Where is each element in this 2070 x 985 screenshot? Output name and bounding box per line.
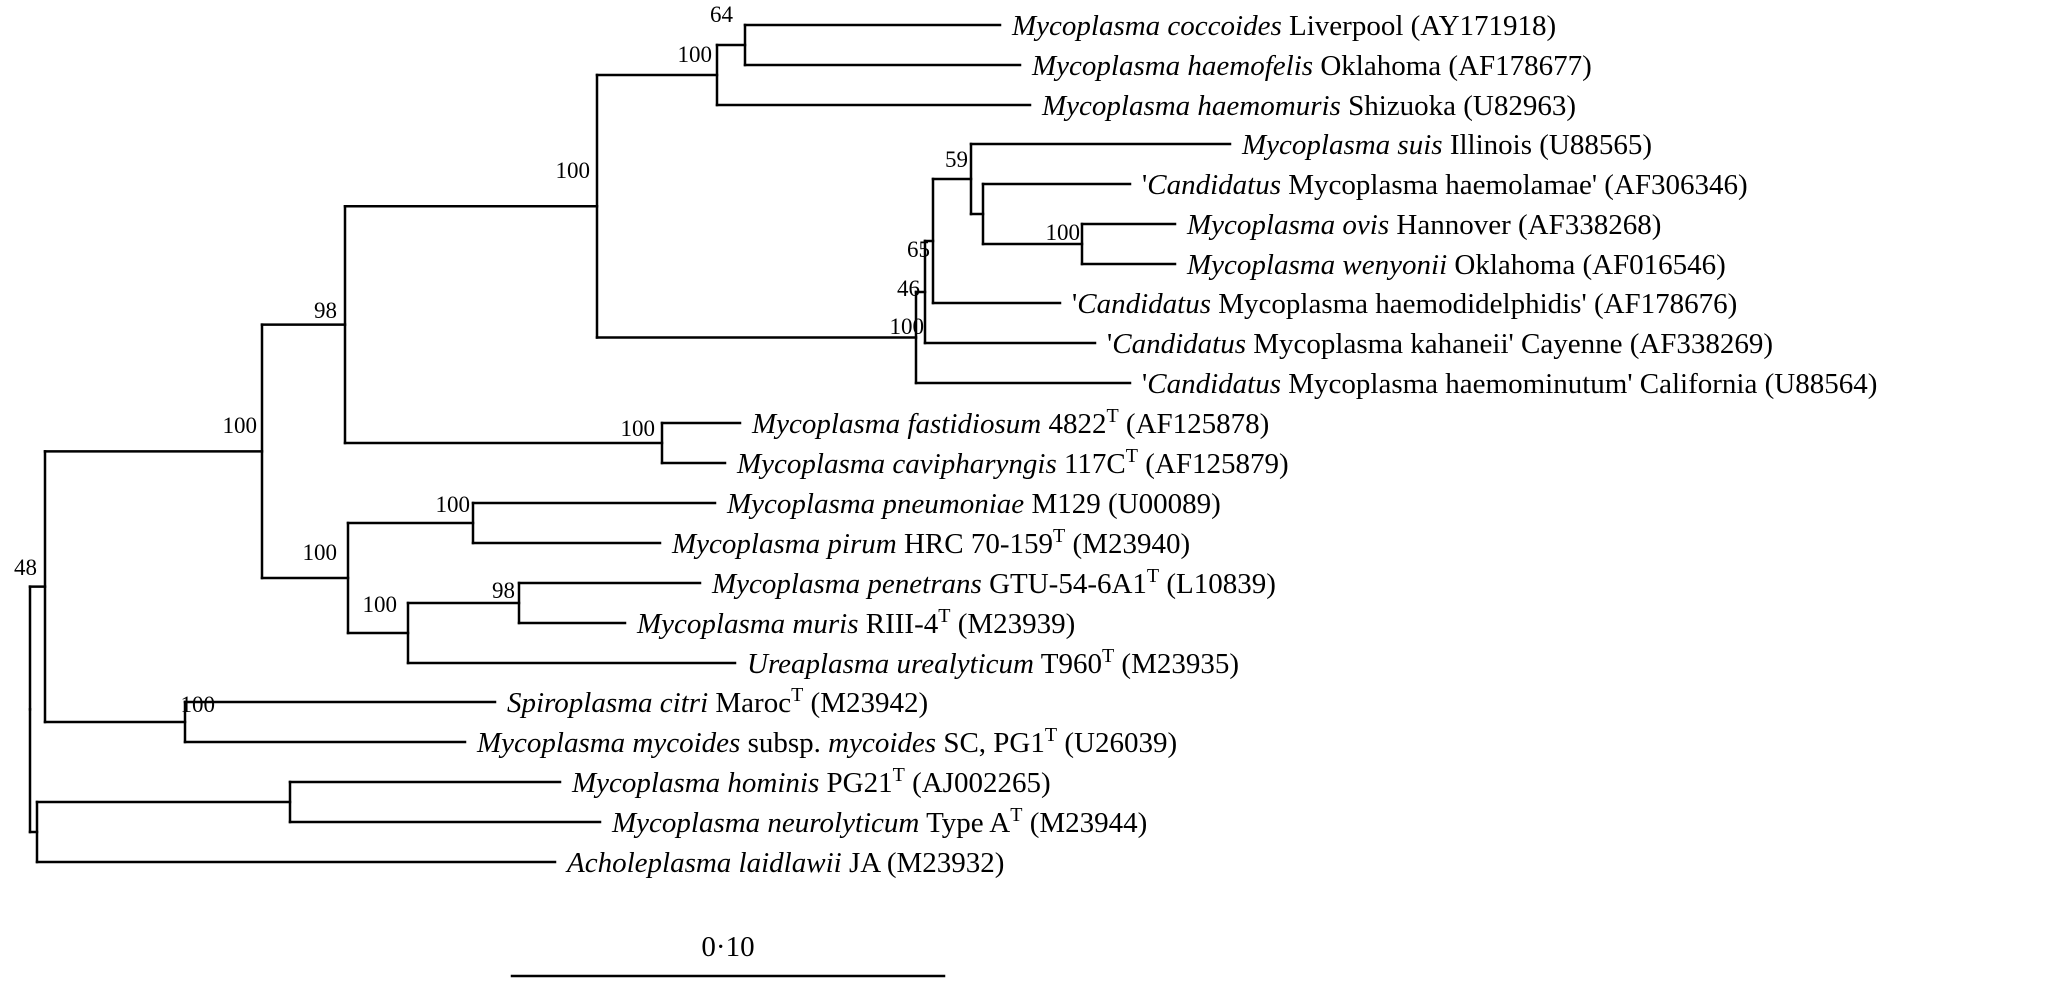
bootstrap-value: 100 [1046,220,1081,245]
bootstrap-value: 46 [897,276,920,301]
taxon-label: Mycoplasma pirum HRC 70-159T (M23940) [671,525,1190,560]
bootstrap-value: 65 [907,237,930,262]
taxon-label: Mycoplasma wenyonii Oklahoma (AF016546) [1186,249,1726,281]
bootstrap-value: 48 [14,555,37,580]
taxon-label: 'Candidatus Mycoplasma kahaneii' Cayenne… [1107,328,1773,360]
bootstrap-value: 100 [621,416,656,441]
scale-bar-label: 0·10 [701,931,754,963]
taxon-label: Mycoplasma ovis Hannover (AF338268) [1186,209,1661,241]
taxon-label: Mycoplasma neurolyticum Type AT (M23944) [611,804,1147,839]
bootstrap-value: 100 [678,42,713,67]
bootstrap-value: 100 [436,492,471,517]
bootstrap-value: 100 [181,692,216,717]
taxon-label: Mycoplasma haemomuris Shizuoka (U82963) [1041,90,1576,122]
bootstrap-value: 100 [223,413,258,438]
taxon-label: Mycoplasma suis Illinois (U88565) [1241,129,1652,161]
taxon-label: Ureaplasma urealyticum T960T (M23935) [747,645,1239,680]
taxon-label: Mycoplasma muris RIII-4T (M23939) [636,605,1075,640]
taxon-label: 'Candidatus Mycoplasma haemolamae' (AF30… [1142,169,1748,201]
taxon-label: Mycoplasma fastidiosum 4822T (AF125878) [751,405,1269,440]
taxon-labels: Mycoplasma coccoides Liverpool (AY171918… [476,10,1877,879]
taxon-label: Mycoplasma mycoides subsp. mycoides SC, … [476,724,1177,759]
bootstrap-value: 100 [303,540,338,565]
taxon-label: Mycoplasma pneumoniae M129 (U00089) [726,488,1221,520]
taxon-label: Mycoplasma cavipharyngis 117CT (AF125879… [736,445,1289,480]
taxon-label: Mycoplasma haemofelis Oklahoma (AF178677… [1031,50,1592,82]
tree-branches [28,23,1232,864]
bootstrap-value: 98 [314,298,337,323]
bootstrap-value: 100 [556,158,591,183]
taxon-label: Mycoplasma coccoides Liverpool (AY171918… [1011,10,1556,42]
bootstrap-values: 64 100 100 59 100 65 46 100 98 100 100 100 100 98 100 1… [14,2,1080,717]
bootstrap-value: 98 [492,578,515,603]
bootstrap-value: 64 [710,2,734,27]
taxon-label: 'Candidatus Mycoplasma haemominutum' Cal… [1142,368,1877,400]
taxon-label: Mycoplasma hominis PG21T (AJ002265) [571,764,1051,799]
bootstrap-value: 100 [363,592,398,617]
scale-bar: 0·10 [510,931,946,978]
bootstrap-value: 100 [890,314,925,339]
taxon-label: Mycoplasma penetrans GTU-54-6A1T (L10839… [711,565,1276,600]
taxon-label: Spiroplasma citri MarocT (M23942) [507,684,928,719]
bootstrap-value: 59 [945,147,968,172]
taxon-label: 'Candidatus Mycoplasma haemodidelphidis'… [1072,288,1737,320]
taxon-label: Acholeplasma laidlawii JA (M23932) [565,847,1004,879]
